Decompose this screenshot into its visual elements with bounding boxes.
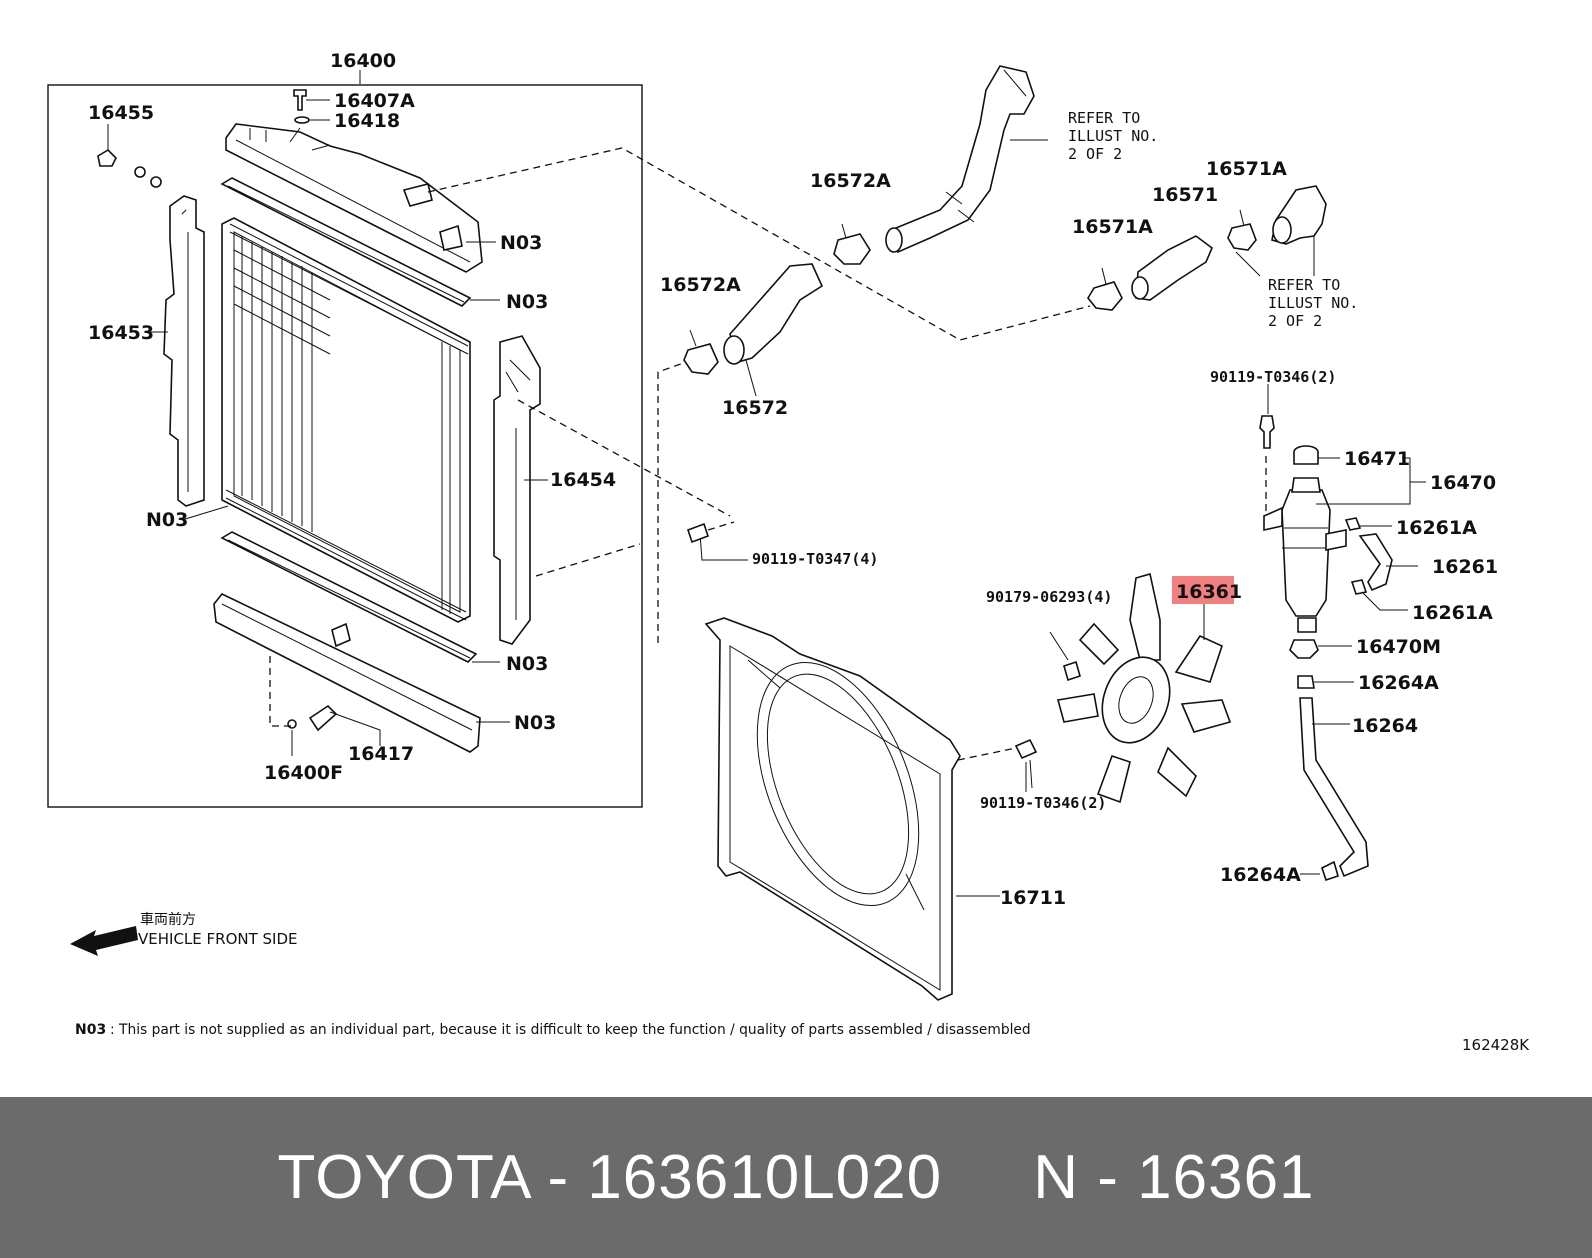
label-n03-lower: N03 — [506, 653, 548, 675]
label-90119-t0346-top: 90119-T0346(2) — [1210, 368, 1336, 386]
label-16400: 16400 — [330, 50, 396, 72]
label-16418: 16418 — [334, 110, 400, 132]
label-16572a-upper: 16572A — [810, 170, 891, 192]
refer-upper-line3: 2 OF 2 — [1068, 145, 1122, 163]
label-16572a-lower: 16572A — [660, 274, 741, 296]
refer-lower-line3: 2 OF 2 — [1268, 312, 1322, 330]
label-16261a-upper: 16261A — [1396, 517, 1477, 539]
label-16572: 16572 — [722, 397, 788, 419]
label-90179-06293: 90179-06293(4) — [986, 588, 1112, 606]
label-16400f: 16400F — [264, 762, 343, 784]
label-16470: 16470 — [1430, 472, 1496, 494]
part-number-banner: TOYOTA - 163610L020 N - 16361 — [0, 1097, 1592, 1258]
label-16453: 16453 — [88, 322, 154, 344]
refer-lower-line2: ILLUST NO. — [1268, 294, 1358, 312]
label-16711: 16711 — [1000, 887, 1066, 909]
reservoir-drawing — [1259, 384, 1393, 882]
label-16261a-lower: 16261A — [1412, 602, 1493, 624]
front-side-label: VEHICLE FRONT SIDE — [138, 930, 298, 948]
parts-diagram: 16400 16407A 16418 16455 16453 16454 N03… — [47, 50, 1530, 1054]
label-16264a-lower: 16264A — [1220, 864, 1301, 886]
label-16261: 16261 — [1432, 556, 1498, 578]
leader-lines-left — [107, 70, 548, 756]
label-n03-top: N03 — [500, 232, 542, 254]
label-16407a: 16407A — [334, 90, 415, 112]
hose-drawings — [683, 65, 1327, 375]
label-90119-t0347: 90119-T0347(4) — [752, 550, 878, 568]
vehicle-front-arrow-icon — [70, 926, 138, 956]
label-90119-t0346-bottom: 90119-T0346(2) — [980, 794, 1106, 812]
label-16470m: 16470M — [1356, 636, 1441, 658]
footnote-code: N03 — [75, 1022, 106, 1038]
radiator-assembly-drawing — [97, 89, 1091, 753]
label-16264a-upper: 16264A — [1358, 672, 1439, 694]
leader-lines-right — [686, 251, 1426, 897]
label-16455: 16455 — [88, 102, 154, 124]
label-n03-bottom: N03 — [514, 712, 556, 734]
footnote-text: : This part is not supplied as an indivi… — [110, 1022, 1031, 1038]
label-16571a-left: 16571A — [1072, 216, 1153, 238]
front-side-japanese: 車両前方 — [140, 911, 196, 928]
label-16361: 16361 — [1176, 581, 1242, 603]
label-16471: 16471 — [1344, 448, 1410, 470]
label-n03-upper: N03 — [506, 291, 548, 313]
illustration-id: 162428K — [1462, 1036, 1530, 1054]
label-16571a-right: 16571A — [1206, 158, 1287, 180]
label-16454: 16454 — [550, 469, 616, 491]
highlight-16361 — [1172, 576, 1234, 604]
refer-lower-line1: REFER TO — [1268, 276, 1340, 294]
label-n03-left: N03 — [146, 509, 188, 531]
refer-upper-line1: REFER TO — [1068, 109, 1140, 127]
part-number-text: TOYOTA - 163610L020 N - 16361 — [277, 1143, 1315, 1212]
fan-blade-drawing — [1025, 572, 1232, 804]
label-16417: 16417 — [348, 743, 414, 765]
fan-shroud-drawing — [704, 617, 1038, 1001]
refer-upper-line2: ILLUST NO. — [1068, 127, 1158, 145]
label-16571: 16571 — [1152, 184, 1218, 206]
radiator-group-frame — [47, 84, 643, 808]
label-16264: 16264 — [1352, 715, 1418, 737]
